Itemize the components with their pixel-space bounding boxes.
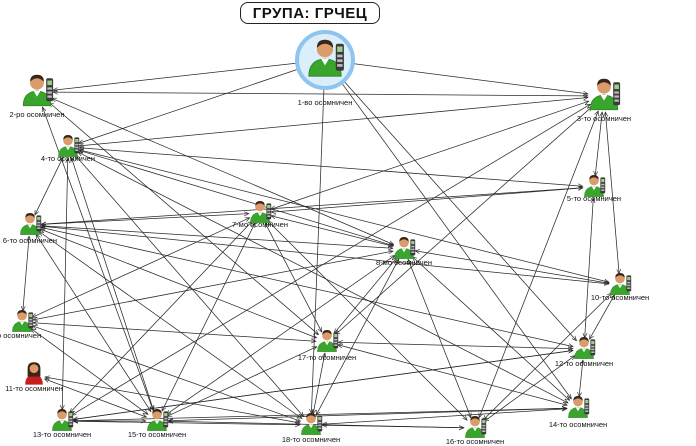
- node-1[interactable]: 1-во осомничен: [295, 30, 355, 107]
- male-suspect-with-phone-icon: [12, 310, 34, 332]
- edge-10-12: [590, 295, 615, 339]
- node-label: 14-то осомничен: [549, 420, 607, 429]
- node-label: 13-то осомничен: [33, 430, 91, 439]
- male-suspect-with-phone-icon: [20, 213, 42, 235]
- node-label: 6-то осомничен: [3, 236, 57, 245]
- edge-4-6: [35, 157, 63, 215]
- edge-2-3: [53, 92, 588, 96]
- node-5[interactable]: 5-то осомничен: [567, 175, 621, 203]
- node-16[interactable]: 16-то осомничен: [446, 416, 504, 446]
- edge-7-17: [265, 223, 322, 332]
- node-17[interactable]: 17-то осомничен: [298, 330, 356, 362]
- node-label: 17-то осомничен: [298, 353, 356, 362]
- node-label: 15-то осомничен: [128, 430, 186, 439]
- edge-6-18: [39, 232, 302, 419]
- female-suspect-icon: [25, 362, 43, 385]
- node-8[interactable]: 8-мо осомничен: [376, 237, 432, 267]
- node-label: 10-то осомничен: [591, 293, 649, 302]
- node-15[interactable]: 15-то осомничен: [128, 409, 186, 439]
- male-suspect-with-phone-icon: [317, 330, 339, 352]
- node-label: 9-то осомничен: [0, 331, 41, 340]
- male-suspect-with-phone-icon: [574, 337, 596, 359]
- edge-7-16: [268, 221, 467, 420]
- node-7[interactable]: 7-мо осомничен: [232, 201, 288, 229]
- edge-4-18: [75, 155, 303, 416]
- node-label: 1-во осомничен: [298, 98, 353, 107]
- node-14[interactable]: 14-то осомничен: [549, 396, 607, 429]
- node-4[interactable]: 4-то осомничен: [41, 135, 95, 163]
- edge-2-1: [53, 62, 306, 90]
- edge-14-15: [168, 408, 567, 420]
- node-11[interactable]: 11-то осомничен: [5, 362, 63, 393]
- diagram-title: ГРУПА: ГРЧЕЦ: [240, 2, 380, 24]
- edge-3-13: [72, 104, 591, 415]
- edge-6-9: [23, 236, 29, 311]
- edge-16-18: [322, 425, 464, 428]
- node-9[interactable]: 9-то осомничен: [0, 310, 41, 340]
- edge-6-10: [41, 226, 609, 284]
- node-label: 12-то осомничен: [555, 359, 613, 368]
- edge-1-14: [336, 75, 571, 399]
- male-suspect-with-phone-icon: [301, 413, 323, 435]
- edge-5-7: [271, 188, 583, 212]
- node-label: 16-то осомничен: [446, 437, 504, 446]
- node-13[interactable]: 13-то осомничен: [33, 409, 91, 439]
- edge-7-13: [70, 221, 253, 413]
- edge-6-17: [40, 229, 316, 338]
- node-18[interactable]: 18-то осомничен: [282, 413, 340, 444]
- edge-4-13: [62, 158, 68, 410]
- edge-1-18: [311, 79, 324, 414]
- edge-14-17: [338, 345, 567, 405]
- node-label: 7-мо осомничен: [232, 220, 288, 229]
- edge-4-5: [79, 148, 583, 186]
- edge-2-8: [52, 98, 394, 244]
- edge-15-17: [167, 346, 317, 417]
- nodes-layer: 1-во осомничен 2-ро осомничен 3-то осомнич…: [0, 30, 649, 446]
- male-suspect-with-phone-icon: [58, 135, 80, 157]
- edge-2-17: [49, 103, 318, 335]
- male-suspect-with-phone-icon: [465, 416, 487, 438]
- edge-17-18: [313, 353, 325, 414]
- edge-8-16: [408, 259, 471, 417]
- male-suspect-with-phone-icon: [394, 237, 416, 259]
- male-suspect-with-phone-icon: [22, 74, 54, 107]
- edge-9-15: [31, 329, 148, 415]
- edge-9-17: [33, 323, 316, 342]
- edge-12-14: [579, 360, 583, 397]
- node-3[interactable]: 3-то осомничен: [577, 78, 631, 123]
- edge-6-7: [41, 214, 249, 225]
- node-2[interactable]: 2-ро осомничен: [10, 74, 65, 119]
- edge-1-4: [79, 66, 308, 143]
- edge-5-12: [585, 198, 594, 338]
- node-12[interactable]: 12-то осомничен: [555, 337, 613, 368]
- male-suspect-with-phone-icon: [610, 273, 632, 295]
- node-label: 5-то осомничен: [567, 194, 621, 203]
- node-label: 8-мо осомничен: [376, 258, 432, 267]
- node-10[interactable]: 10-то осомничен: [591, 273, 649, 302]
- node-label: 11-то осомничен: [5, 384, 63, 393]
- edge-3-10: [605, 112, 619, 274]
- edge-12-17: [338, 342, 573, 348]
- edge-3-7: [271, 101, 589, 209]
- male-suspect-with-phone-icon: [584, 175, 606, 197]
- male-suspect-with-phone-icon: [147, 409, 169, 431]
- edge-5-6: [41, 188, 583, 224]
- node-label: 2-ро осомничен: [10, 110, 65, 119]
- node-label: 4-то осомничен: [41, 154, 95, 163]
- edges-layer: [23, 62, 619, 428]
- edge-6-8: [41, 226, 393, 249]
- edge-4-14: [78, 152, 568, 403]
- male-suspect-with-phone-icon: [52, 409, 74, 431]
- edge-3-17: [335, 107, 592, 335]
- male-suspect-with-phone-icon: [589, 78, 621, 111]
- node-6[interactable]: 6-то осомничен: [3, 213, 57, 245]
- edge-1-3: [344, 62, 588, 94]
- male-suspect-with-phone-icon: [568, 396, 590, 418]
- male-suspect-with-phone-icon: [308, 39, 344, 77]
- node-label: 18-то осомничен: [282, 435, 340, 444]
- male-suspect-with-phone-icon: [250, 201, 272, 223]
- node-label: 3-то осомничен: [577, 114, 631, 123]
